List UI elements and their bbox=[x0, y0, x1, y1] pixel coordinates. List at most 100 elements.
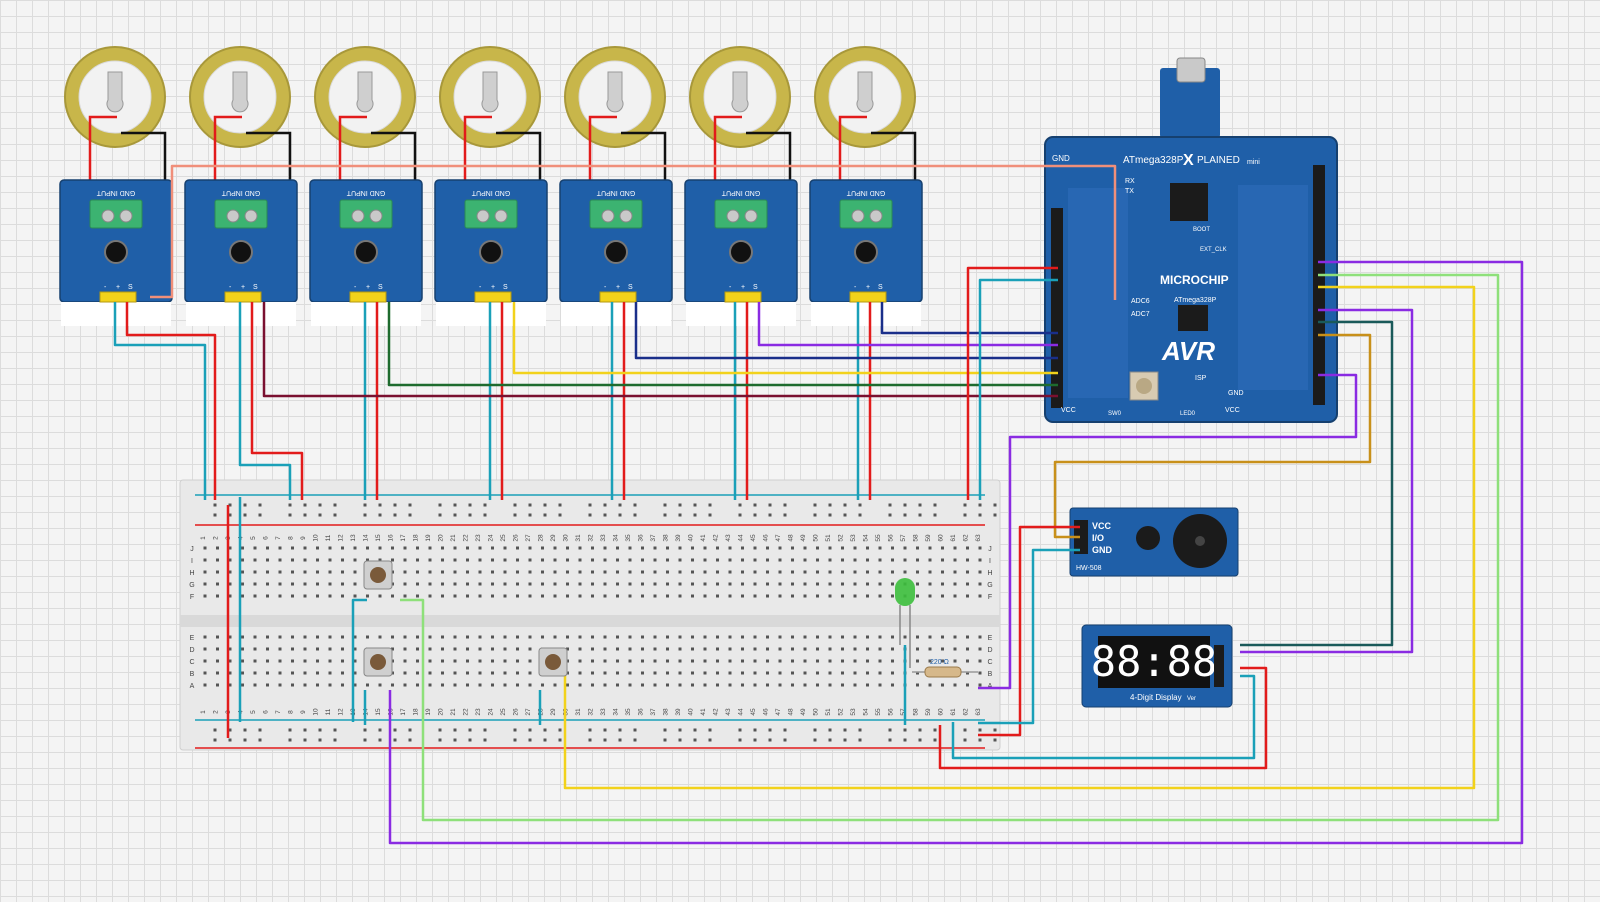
breadboard-hole bbox=[741, 659, 744, 663]
rail-hole bbox=[333, 738, 337, 742]
breadboard-hole bbox=[466, 594, 469, 598]
breadboard-hole bbox=[791, 635, 794, 639]
display-header bbox=[1214, 645, 1224, 687]
column-number-bottom: 63 bbox=[975, 708, 982, 716]
breadboard-hole bbox=[891, 683, 894, 687]
column-number-bottom: 40 bbox=[688, 708, 695, 716]
sw0-cap[interactable] bbox=[1136, 378, 1152, 394]
rail-hole bbox=[363, 738, 367, 742]
breadboard-hole bbox=[966, 671, 969, 675]
breadboard-hole bbox=[228, 546, 232, 550]
rail-hole bbox=[603, 503, 607, 507]
breadboard-hole bbox=[828, 635, 832, 639]
breadboard-hole bbox=[403, 546, 407, 550]
breadboard-hole bbox=[653, 671, 657, 675]
mcu-mini: mini bbox=[1247, 159, 1260, 166]
rail-hole bbox=[543, 738, 547, 742]
column-number-top: 29 bbox=[550, 534, 557, 542]
display-sub: Ver bbox=[1187, 696, 1196, 702]
breadboard-hole bbox=[953, 570, 957, 574]
breadboard-hole bbox=[566, 558, 569, 562]
rail-hole bbox=[378, 738, 382, 742]
breadboard-hole bbox=[678, 582, 682, 586]
module-pin-header bbox=[724, 291, 762, 303]
rail-hole bbox=[333, 728, 337, 732]
mcu-gnd-label: GND bbox=[1052, 154, 1070, 163]
breadboard-hole bbox=[541, 582, 544, 586]
breadboard-hole bbox=[278, 594, 282, 598]
breadboard-hole bbox=[478, 558, 482, 562]
row-letter-left: G bbox=[189, 582, 194, 589]
breadboard-hole bbox=[566, 546, 569, 550]
rail-hole bbox=[408, 503, 412, 507]
breadboard-hole bbox=[403, 671, 407, 675]
breadboard-hole bbox=[703, 594, 707, 598]
breadboard-hole bbox=[766, 546, 769, 550]
breadboard-hole bbox=[316, 635, 319, 639]
column-number-top: 13 bbox=[350, 534, 357, 542]
breadboard-hole bbox=[928, 594, 932, 598]
breadboard-hole bbox=[303, 683, 307, 687]
pushbutton-cap bbox=[370, 567, 386, 583]
breadboard-hole bbox=[941, 635, 944, 639]
rail-hole bbox=[768, 738, 772, 742]
breadboard-hole bbox=[953, 647, 957, 651]
breadboard-hole bbox=[653, 647, 657, 651]
rail-hole bbox=[693, 503, 697, 507]
row-letter-right: B bbox=[988, 671, 993, 678]
breadboard-hole bbox=[478, 647, 482, 651]
wire-display-vcc bbox=[938, 666, 1268, 770]
breadboard-hole bbox=[666, 582, 669, 586]
breadboard-hole bbox=[853, 635, 857, 639]
module-pin-header bbox=[599, 291, 637, 303]
breadboard-hole bbox=[491, 635, 494, 639]
breadboard-hole bbox=[728, 659, 732, 663]
breadboard-hole bbox=[241, 647, 244, 651]
breadboard-hole bbox=[728, 582, 732, 586]
breadboard-hole bbox=[403, 582, 407, 586]
rail-hole bbox=[528, 738, 532, 742]
breadboard-hole bbox=[541, 594, 544, 598]
rail-hole bbox=[663, 513, 667, 517]
breadboard-hole bbox=[641, 659, 644, 663]
rail-hole bbox=[813, 503, 817, 507]
breadboard-hole bbox=[591, 683, 594, 687]
breadboard-hole bbox=[353, 659, 357, 663]
column-number-bottom: 62 bbox=[963, 708, 970, 716]
rail-hole bbox=[663, 738, 667, 742]
module-jack bbox=[479, 240, 503, 264]
breadboard-hole bbox=[466, 558, 469, 562]
breadboard-hole bbox=[853, 558, 857, 562]
breadboard-hole bbox=[841, 671, 844, 675]
breadboard-hole bbox=[928, 659, 932, 663]
module-pin-header bbox=[99, 291, 137, 303]
module-terminal-label: GND INPUT bbox=[346, 189, 385, 196]
mcu-tx-label: TX bbox=[1125, 188, 1134, 195]
rail-hole bbox=[963, 513, 967, 517]
rail-hole bbox=[618, 503, 622, 507]
breadboard-hole bbox=[803, 635, 807, 639]
breadboard-hole bbox=[778, 582, 782, 586]
breadboard-hole bbox=[691, 683, 694, 687]
column-number-bottom: 32 bbox=[588, 708, 595, 716]
breadboard-hole bbox=[916, 671, 919, 675]
breadboard-hole bbox=[753, 546, 757, 550]
breadboard-hole bbox=[716, 683, 719, 687]
breadboard-hole bbox=[703, 570, 707, 574]
breadboard-hole bbox=[603, 671, 607, 675]
column-number-top: 5 bbox=[250, 536, 257, 540]
terminal-screw bbox=[601, 209, 615, 223]
breadboard-hole bbox=[628, 671, 632, 675]
breadboard-hole bbox=[453, 659, 457, 663]
breadboard-hole bbox=[291, 570, 294, 574]
breadboard-hole bbox=[878, 582, 882, 586]
breadboard-hole bbox=[728, 558, 732, 562]
breadboard-hole bbox=[241, 683, 244, 687]
breadboard-hole bbox=[966, 635, 969, 639]
breadboard-hole bbox=[541, 570, 544, 574]
rail-hole bbox=[318, 513, 322, 517]
breadboard-hole bbox=[966, 594, 969, 598]
breadboard-hole bbox=[578, 582, 582, 586]
breadboard-hole bbox=[591, 635, 594, 639]
breadboard-hole bbox=[603, 635, 607, 639]
